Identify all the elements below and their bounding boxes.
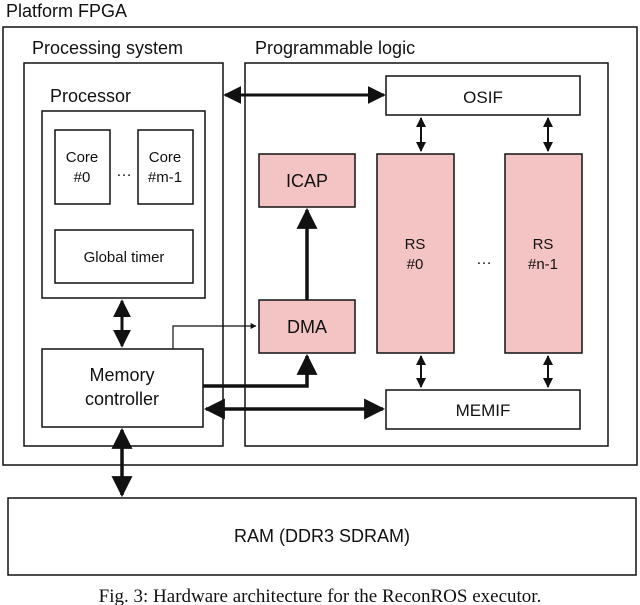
core-m-label-1: Core <box>149 149 182 166</box>
icap-label: ICAP <box>286 171 328 191</box>
rs-0-label-1: RS <box>405 236 426 253</box>
processor-label: Processor <box>50 86 131 106</box>
ram-label: RAM (DDR3 SDRAM) <box>234 526 410 546</box>
core-0-box <box>54 129 111 205</box>
osif-label: OSIF <box>463 88 503 107</box>
global-timer-box <box>54 229 194 284</box>
memory-controller-box <box>41 348 204 428</box>
rs-ellipsis: … <box>476 251 492 268</box>
programmable-logic-label: Programmable logic <box>255 38 415 58</box>
figure-caption: Fig. 3: Hardware architecture for the Re… <box>99 586 542 605</box>
core-m-box <box>137 129 194 205</box>
dma-box <box>258 299 356 354</box>
core-ellipsis: … <box>116 163 132 180</box>
memctrl-dma-data-arrow <box>203 353 318 388</box>
rs-n-label-2: #n-1 <box>528 256 558 273</box>
memctrl-dma-control-arrow <box>172 323 257 349</box>
core-0-label-2: #0 <box>74 169 91 186</box>
core-0-label-1: Core <box>66 149 99 166</box>
platform-label: Platform FPGA <box>6 1 127 21</box>
icap-box <box>258 153 356 208</box>
memif-box <box>385 389 581 430</box>
osif-box <box>385 75 581 116</box>
ram-box <box>7 497 637 576</box>
rs-n-box <box>504 153 583 354</box>
rs-n-label-1: RS <box>533 236 554 253</box>
rs-0-label-2: #0 <box>407 256 424 273</box>
processing-system-label: Processing system <box>32 38 183 58</box>
global-timer-label: Global timer <box>84 249 165 266</box>
memory-controller-label-2: controller <box>85 389 159 409</box>
memory-controller-label-1: Memory <box>89 365 154 385</box>
core-m-label-2: #m-1 <box>148 169 182 186</box>
memif-label: MEMIF <box>456 401 511 420</box>
dma-label: DMA <box>287 317 327 337</box>
rs-0-box <box>376 153 455 354</box>
